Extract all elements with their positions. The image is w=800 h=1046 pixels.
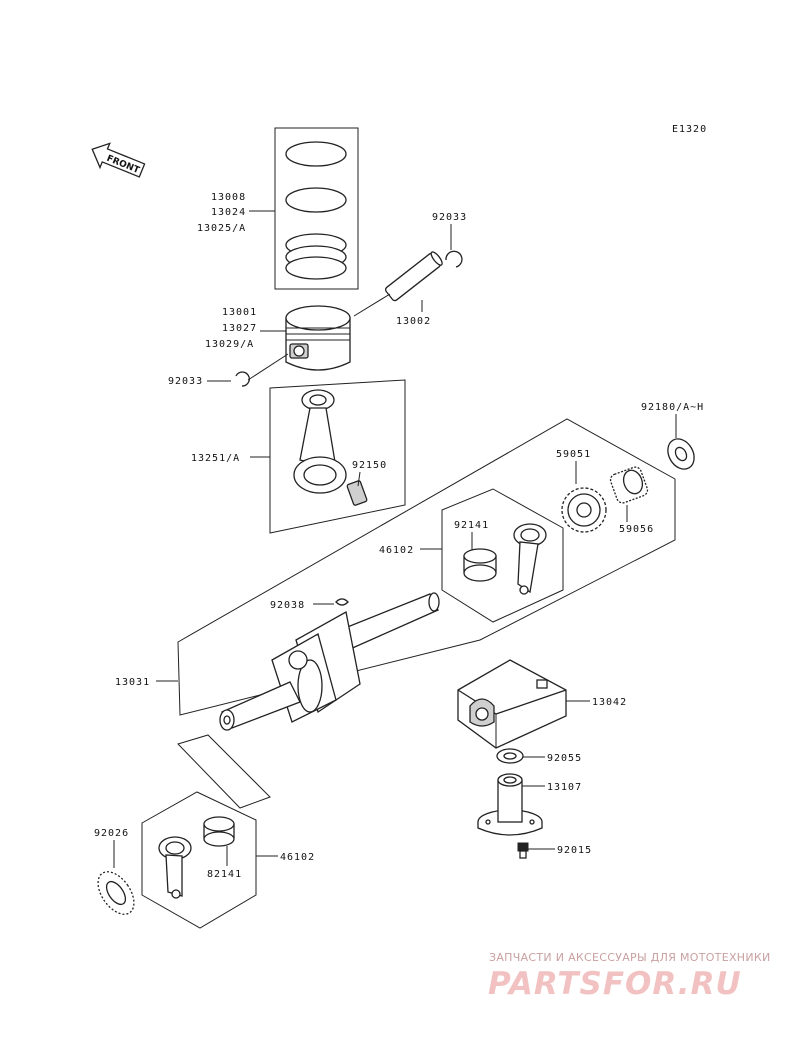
bolt-icon <box>517 842 529 859</box>
label-92055: 92055 <box>547 753 582 764</box>
label-13002: 13002 <box>396 316 431 327</box>
bearing-shell-icon <box>463 548 497 582</box>
circlip-icon <box>445 250 463 268</box>
label-92015: 92015 <box>557 845 592 856</box>
label-13027: 13027 <box>222 323 257 334</box>
label-13001: 13001 <box>222 307 257 318</box>
label-13042: 13042 <box>592 697 627 708</box>
piston-pin-icon <box>384 251 443 302</box>
label-46102-lower: 46102 <box>280 852 315 863</box>
piston-icon <box>285 305 351 371</box>
connecting-rod-icon <box>293 389 368 506</box>
connecting-rod-box <box>269 379 406 534</box>
bearing-holder-icon <box>477 773 543 836</box>
label-92141-upper: 92141 <box>454 520 489 531</box>
bearing-shell-lower-icon <box>203 816 235 847</box>
label-92026: 92026 <box>94 828 129 839</box>
label-92033-top: 92033 <box>432 212 467 223</box>
con-rod-set-box-upper <box>441 488 564 623</box>
crankshaft-icon <box>219 592 440 731</box>
label-46102-upper: 46102 <box>379 545 414 556</box>
connecting-rod-small-icon <box>513 523 547 595</box>
circlip-left-icon <box>235 371 250 387</box>
label-92180: 92180/A~H <box>641 402 704 413</box>
label-13024: 13024 <box>211 207 246 218</box>
needle-bearing-icon <box>609 466 649 504</box>
label-82141: 82141 <box>207 869 242 880</box>
diagram-code: E1320 <box>672 124 707 135</box>
label-92038: 92038 <box>270 600 305 611</box>
con-rod-set-box-lower <box>141 791 257 929</box>
watermark-logo: PARTSFOR.RU <box>488 966 742 1002</box>
label-13251a: 13251/A <box>191 453 240 464</box>
woodruff-key-icon <box>335 598 349 606</box>
watermark-caption: ЗАПЧАСТИ И АКСЕССУАРЫ ДЛЯ МОТОТЕХНИКИ <box>489 951 771 964</box>
label-92033-left: 92033 <box>168 376 203 387</box>
label-13008: 13008 <box>211 192 246 203</box>
crankshaft-box-outline <box>177 418 676 716</box>
piston-ring-box <box>274 127 359 290</box>
label-92150: 92150 <box>352 460 387 471</box>
front-arrow-icon: FRONT <box>91 142 146 178</box>
label-13029a: 13029/A <box>205 339 254 350</box>
label-59056: 59056 <box>619 524 654 535</box>
label-13107: 13107 <box>547 782 582 793</box>
thrust-washer-icon <box>97 871 135 915</box>
connecting-rod-lower-icon <box>158 836 192 899</box>
label-13025a: 13025/A <box>197 223 246 234</box>
sprocket-icon <box>561 487 607 533</box>
piston-ring-icon <box>285 141 347 280</box>
label-13031: 13031 <box>115 677 150 688</box>
crankcase-support-icon <box>457 659 567 749</box>
label-59051: 59051 <box>556 449 591 460</box>
box-connector <box>177 734 271 809</box>
